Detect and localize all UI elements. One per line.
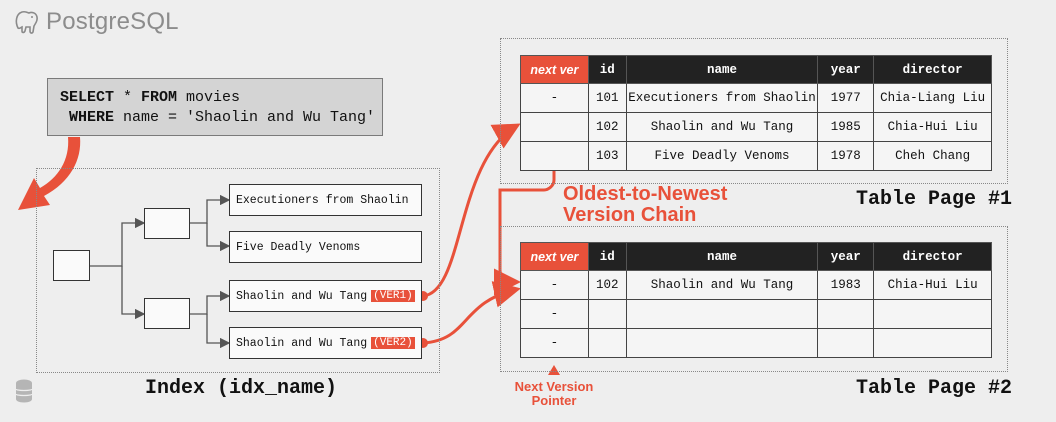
cell: Executioners from Shaolin [625,83,819,113]
cell: - [520,270,589,300]
pointer-label-line: Pointer [531,393,577,408]
cell: - [520,83,589,113]
col-header: next ver [520,55,589,84]
leaf-label: Shaolin and Wu Tang [236,289,368,303]
cell: 1985 [817,112,875,142]
col-header: director [873,242,992,271]
leaf-label: Executioners from Shaolin [236,193,409,207]
cell: 1977 [817,83,875,113]
table-page-1-region [500,38,1008,184]
from-keyword: FROM [141,89,178,106]
index-leaf: Executioners from Shaolin [229,184,422,216]
leaf-label: Shaolin and Wu Tang [236,336,368,350]
cell: Shaolin and Wu Tang [625,270,819,300]
cell: 103 [587,141,627,171]
index-region [36,168,440,373]
col-header: director [873,55,992,84]
cell [625,299,819,329]
table-page-2-caption: Table Page #2 [856,377,1013,400]
cell: Shaolin and Wu Tang [625,112,819,142]
cell: Cheh Chang [873,141,992,171]
col-header: id [587,242,627,271]
cell [625,328,819,358]
table-header-row: next ver id name year director [520,242,992,271]
cell [587,299,627,329]
cell: 1978 [817,141,875,171]
index-leaf: Shaolin and Wu Tang(VER1) [229,280,422,312]
cell [520,112,589,142]
where-keyword: WHERE [60,109,115,126]
query-text: name = 'Shaolin and Wu Tang' [114,109,376,126]
version-tag: (VER2) [371,337,415,349]
table-page-1-caption: Table Page #1 [856,188,1013,211]
version-tag: (VER1) [371,290,415,302]
table-row: - [520,299,992,329]
cell: 102 [587,270,627,300]
cell: 101 [587,83,627,113]
version-chain-label: Oldest-to-Newest Version Chain [563,184,727,226]
col-header: next ver [520,242,589,271]
col-header: name [625,242,819,271]
elephant-icon [15,10,38,34]
table-header-row: next ver id name year director [520,55,992,84]
query-text: * [114,89,142,106]
database-icon [15,379,33,403]
pointer-label-line: Next Version [514,379,594,394]
index-leaf: Shaolin and Wu Tang(VER2) [229,327,422,359]
index-inner-node [144,298,190,329]
index-caption: Index (idx_name) [145,377,338,400]
cell: 102 [587,112,627,142]
leaf-label: Five Deadly Venoms [236,240,361,254]
cell [817,328,875,358]
select-keyword: SELECT [60,89,115,106]
table-row: - 102 Shaolin and Wu Tang 1983 Chia-Hui … [520,270,992,300]
cell: Chia-Liang Liu [873,83,992,113]
cell: Chia-Hui Liu [873,112,992,142]
cell: 1983 [817,270,875,300]
logo-text: PostgreSQL [46,8,179,35]
table-page-2-region [500,226,1008,372]
table-row: 103 Five Deadly Venoms 1978 Cheh Chang [520,141,992,171]
cell [520,141,589,171]
cell [817,299,875,329]
cell [873,328,992,358]
query-text: movies [177,89,241,106]
cell: Chia-Hui Liu [873,270,992,300]
next-version-pointer-label: Next Version Pointer [504,380,604,408]
table-row: - 101 Executioners from Shaolin 1977 Chi… [520,83,992,113]
col-header: year [817,55,875,84]
col-header: name [625,55,819,84]
index-inner-node [144,208,190,239]
chain-label-line: Oldest-to-Newest [563,183,728,205]
cell: Five Deadly Venoms [625,141,819,171]
cell: - [520,328,589,358]
index-leaf: Five Deadly Venoms [229,231,422,263]
postgresql-logo: PostgreSQL [12,8,179,36]
col-header: id [587,55,627,84]
table-row: - [520,328,992,358]
sql-query: SELECT * FROM movies WHERE name = 'Shaol… [47,78,383,136]
col-header: year [817,242,875,271]
table-page-1: next ver id name year director - 101 Exe… [520,55,992,171]
cell [873,299,992,329]
cell [587,328,627,358]
index-root-node [53,250,90,281]
table-row: 102 Shaolin and Wu Tang 1985 Chia-Hui Li… [520,112,992,142]
table-page-2: next ver id name year director - 102 Sha… [520,242,992,358]
chain-label-line: Version Chain [563,204,697,226]
cell: - [520,299,589,329]
query-arrow [18,137,81,210]
